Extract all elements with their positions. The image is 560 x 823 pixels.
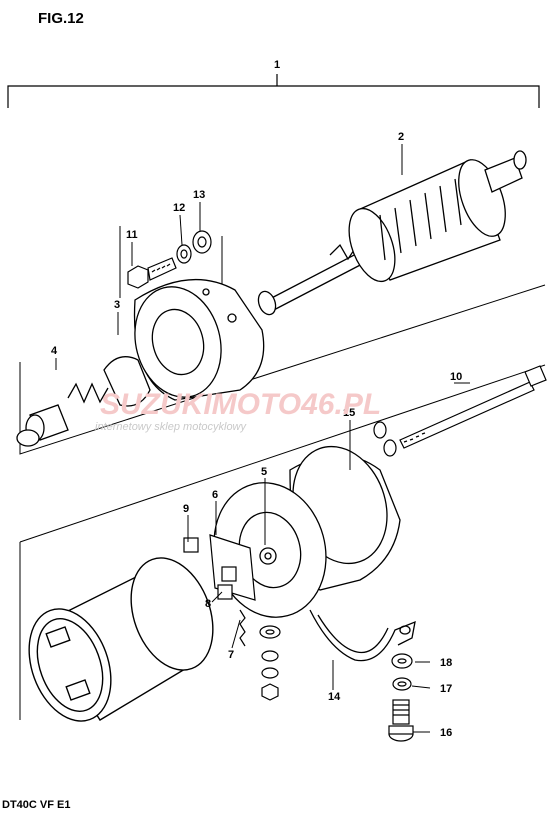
callout-17: 17 — [440, 683, 452, 695]
callout-5: 5 — [261, 466, 267, 478]
plain-washer — [192, 230, 212, 254]
housing-bolt — [127, 257, 177, 289]
callout-2: 2 — [398, 131, 404, 143]
bracket-washer — [391, 653, 413, 669]
mounting-bracket-band — [309, 609, 416, 662]
callout-4: 4 — [51, 345, 58, 357]
callout-8: 8 — [205, 598, 211, 610]
callout-13: 13 — [193, 189, 205, 201]
callout-10: 10 — [450, 371, 462, 383]
callout-9: 9 — [183, 503, 189, 515]
callout-18: 18 — [440, 657, 452, 669]
callout-14: 14 — [328, 691, 341, 703]
callout-12: 12 — [173, 202, 185, 214]
callout-7: 7 — [228, 649, 234, 661]
callout-16: 16 — [440, 727, 452, 739]
figure-title: FIG.12 — [38, 10, 84, 27]
through-bolt-washers — [373, 421, 397, 457]
front-housing — [133, 279, 265, 401]
model-code-footer: DT40C VF E1 — [2, 799, 70, 811]
brush-spring — [239, 609, 246, 647]
lock-washer — [176, 244, 192, 264]
callout-1: 1 — [274, 59, 280, 71]
yoke — [28, 557, 214, 722]
callout-6: 6 — [212, 489, 218, 501]
assembly-bracket — [7, 74, 540, 108]
callout-3: 3 — [114, 299, 120, 311]
watermark-logo: SUZUKIMOTO46.PL — [100, 388, 381, 421]
bracket-lock-washer — [392, 677, 412, 691]
brush-holder — [183, 534, 256, 601]
armature — [257, 150, 527, 316]
bracket-bolt — [388, 699, 414, 742]
through-bolt — [399, 365, 547, 449]
pinion-drive — [16, 356, 151, 447]
leader-lines — [55, 144, 470, 733]
section-frames — [19, 226, 546, 720]
callout-11: 11 — [126, 229, 138, 241]
washer-nut-stack — [259, 625, 281, 701]
watermark-tagline: internetowy sklep motocyklowy — [95, 421, 248, 433]
callout-15: 15 — [343, 407, 355, 419]
watermark: SUZUKIMOTO46.PL internetowy sklep motocy… — [95, 388, 381, 433]
